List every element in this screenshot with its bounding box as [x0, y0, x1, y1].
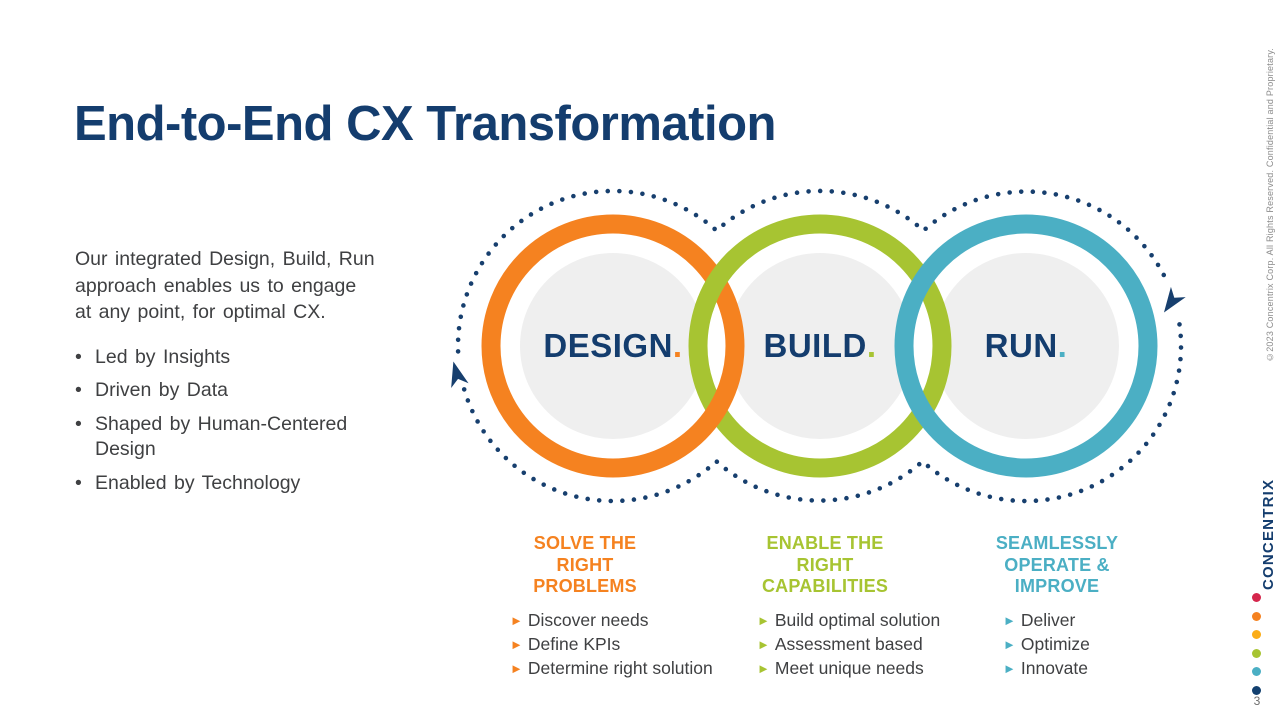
brand-dot-teal — [1252, 667, 1261, 676]
brand-dot-green — [1252, 648, 1261, 658]
brand-dots — [1252, 593, 1261, 704]
list-item-label: Enabled by Technology — [95, 471, 301, 494]
build-circle — [727, 253, 913, 439]
dotted-cycle-path-top — [455, 188, 1167, 354]
build-ring — [688, 214, 952, 478]
list-item: ►Optimize — [1003, 633, 1162, 657]
header-line: IMPROVE — [1014, 576, 1100, 596]
intro-paragraph-line: approach enables us to engage — [75, 274, 357, 297]
list-item-label: Shaped by Human-Centered Design — [95, 412, 348, 461]
build-ring-overlap — [694, 248, 745, 318]
header-line: ENABLE THE — [766, 533, 884, 553]
header-line: OPERATE & — [1004, 554, 1110, 575]
design-ring — [481, 214, 745, 478]
triangle-bullet-icon: ► — [757, 636, 770, 652]
triangle-bullet-icon: ► — [757, 612, 770, 628]
brand-dot-amber — [1252, 630, 1261, 639]
triangle-bullet-icon: ► — [1003, 636, 1016, 652]
concentrix-logo: CONCENTRIX — [1260, 478, 1277, 590]
header-line: RIGHT — [796, 554, 854, 575]
column-enable-capabilities: ENABLE THE RIGHT CAPABILITIES ►Build opt… — [720, 533, 940, 681]
column-operate-improve: SEAMLESSLY OPERATE & IMPROVE ►Deliver ►O… — [952, 533, 1162, 681]
intro-bullet-list: • Led by Insights • Driven by Data • Shaped… — [75, 345, 377, 497]
triangle-bullet-icon: ► — [1003, 612, 1016, 628]
triangle-bullet-icon: ► — [1003, 660, 1016, 676]
list-item-label: Driven by Data — [95, 379, 228, 401]
header-line: SOLVE THE — [533, 533, 637, 553]
list-item-label: Innovate — [1020, 657, 1089, 678]
list-item-label: Assessment based — [774, 633, 923, 654]
stage-period: . — [672, 327, 683, 364]
arrow-down-icon — [1163, 286, 1186, 313]
column-list: ►Deliver ►Optimize ►Innovate — [1003, 609, 1162, 681]
bullet-icon: • — [75, 471, 82, 494]
list-item: ►Determine right solution — [510, 657, 713, 681]
list-item: ►Discover needs — [510, 609, 690, 633]
stage-label-design: DESIGN. — [503, 324, 723, 368]
bullet-icon: • — [75, 345, 82, 368]
list-item-label: Deliver — [1020, 609, 1076, 630]
design-build-run-diagram — [451, 188, 1186, 504]
header-line: SEAMLESSLY — [995, 533, 1119, 553]
list-item: • Enabled by Technology — [75, 471, 377, 497]
brand-dot-navy — [1252, 685, 1261, 695]
list-item: • Driven by Data — [75, 378, 377, 404]
column-header: SEAMLESSLY OPERATE & IMPROVE — [952, 533, 1162, 598]
stage-text: BUILD — [763, 327, 867, 364]
brand-dot-red — [1252, 593, 1261, 602]
page-number: 3 — [1253, 694, 1261, 708]
header-line: CAPABILITIES — [761, 576, 889, 596]
intro-block: Our integrated Design, Build, Run approa… — [75, 246, 425, 504]
stage-label-build: BUILD. — [710, 324, 930, 368]
triangle-bullet-icon: ► — [510, 660, 523, 676]
list-item: ►Build optimal solution — [757, 609, 940, 633]
column-header: SOLVE THE RIGHT PROBLEMS — [480, 533, 690, 598]
triangle-bullet-icon: ► — [510, 636, 523, 652]
brand-dot-orange — [1252, 611, 1261, 621]
stage-period: . — [866, 327, 877, 364]
list-item: • Led by Insights — [75, 345, 377, 371]
intro-paragraph-line: at any point, for optimal CX. — [75, 301, 326, 323]
column-header: ENABLE THE RIGHT CAPABILITIES — [720, 533, 930, 598]
list-item-label: Optimize — [1020, 633, 1090, 654]
copyright-text: ©2023 Concentrix Corp. All Rights Reserv… — [1265, 47, 1275, 362]
stage-period: . — [1057, 327, 1068, 364]
triangle-bullet-icon: ► — [757, 660, 770, 676]
header-line: PROBLEMS — [533, 576, 637, 596]
page-title: End-to-End CX Transformation — [74, 96, 776, 151]
list-item: ►Deliver — [1003, 609, 1162, 633]
column-list: ►Discover needs ►Define KPIs ►Determine … — [510, 609, 713, 681]
column-list: ►Build optimal solution ►Assessment base… — [757, 609, 940, 681]
list-item-label: Define KPIs — [527, 633, 621, 654]
stage-label-run: RUN. — [916, 324, 1136, 368]
list-item-label: Meet unique needs — [774, 657, 924, 678]
arrow-up-icon — [451, 361, 469, 388]
list-item-label: Determine right solution — [527, 657, 713, 678]
list-item: ►Assessment based — [757, 633, 930, 657]
list-item-label: Led by Insights — [95, 345, 231, 368]
design-circle — [520, 253, 706, 439]
triangle-bullet-icon: ► — [510, 612, 523, 628]
stage-text: DESIGN — [543, 327, 673, 364]
list-item-label: Discover needs — [527, 609, 649, 630]
intro-paragraph-line: Our integrated Design, Build, Run — [75, 248, 375, 270]
run-ring — [894, 214, 1158, 478]
header-line: RIGHT — [556, 554, 614, 575]
list-item-label: Build optimal solution — [774, 609, 941, 630]
list-item: ►Define KPIs — [510, 633, 690, 657]
list-item: ►Meet unique needs — [757, 657, 930, 681]
stage-text: RUN — [984, 327, 1058, 364]
run-circle — [933, 253, 1119, 439]
bullet-icon: • — [75, 412, 82, 435]
list-item: • Shaped by Human-Centered Design — [75, 412, 377, 463]
dotted-cycle-path-bottom — [460, 322, 1184, 504]
list-item: ►Innovate — [1003, 657, 1162, 681]
column-solve-problems: SOLVE THE RIGHT PROBLEMS ►Discover needs… — [480, 533, 713, 681]
bullet-icon: • — [75, 379, 82, 401]
